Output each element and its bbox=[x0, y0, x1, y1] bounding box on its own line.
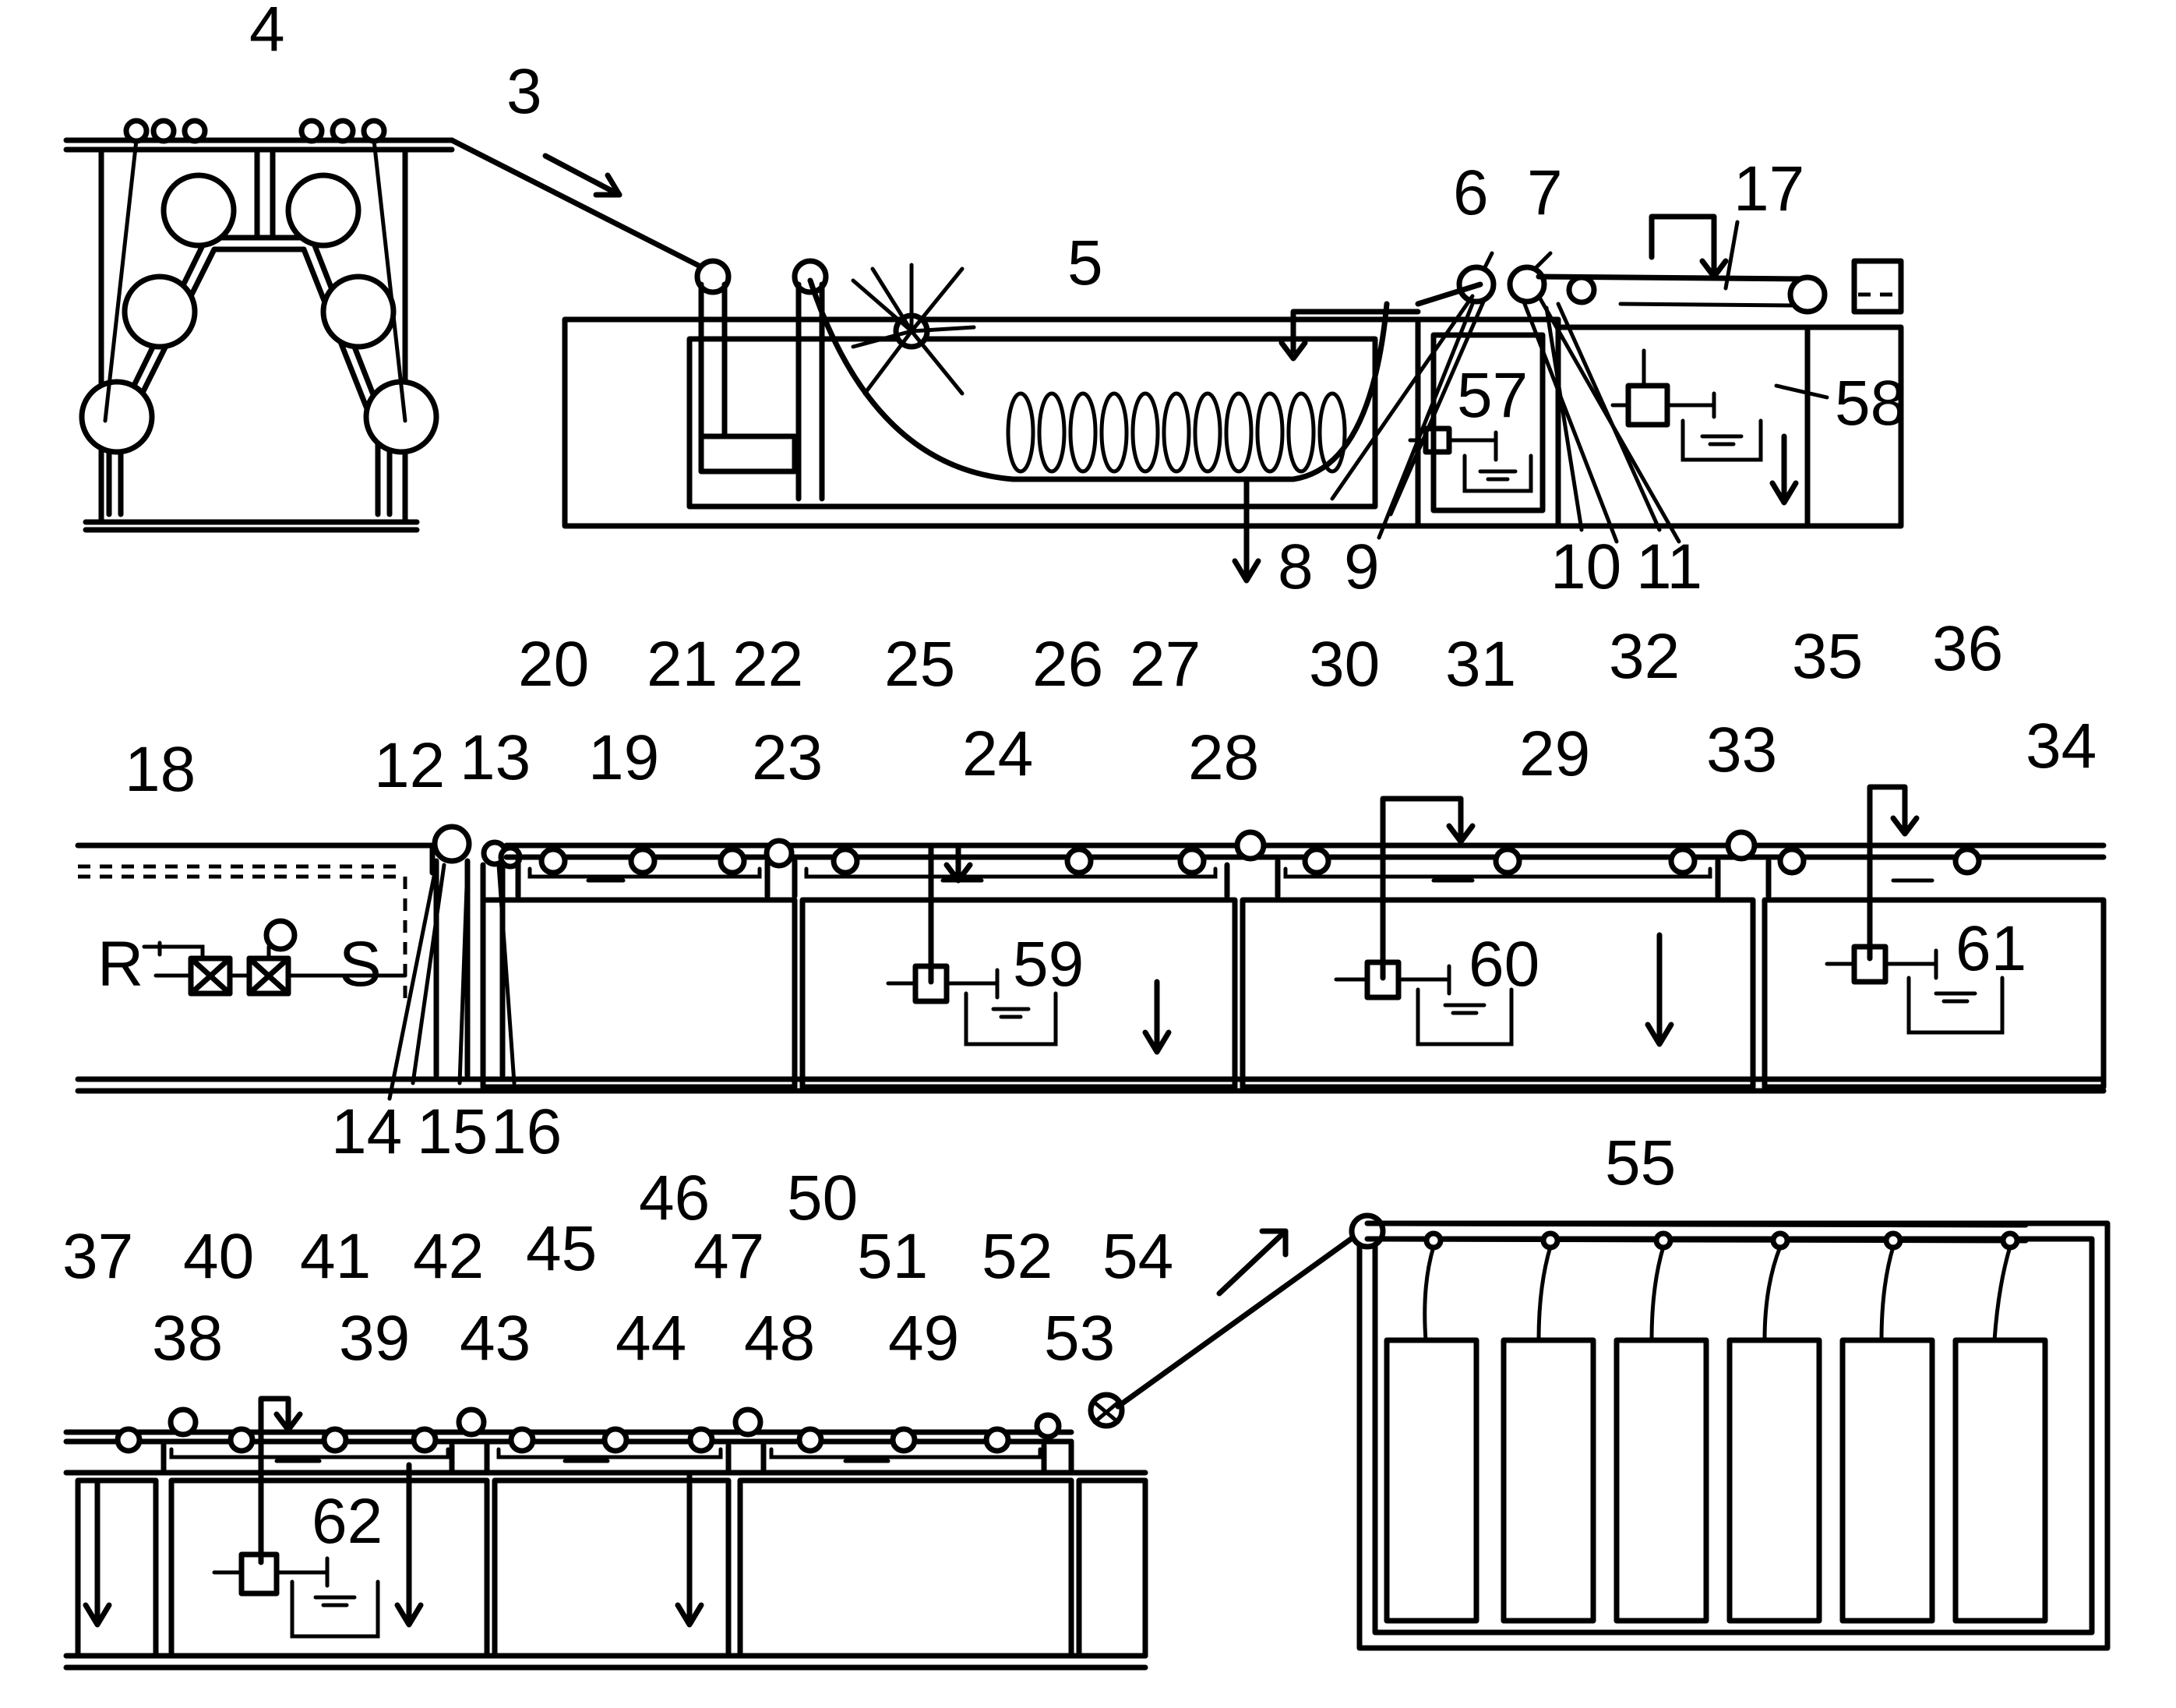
circulation-units-row2 bbox=[888, 787, 2002, 1052]
label-40: 40 bbox=[183, 1221, 254, 1292]
label-50: 50 bbox=[787, 1163, 858, 1233]
label-47: 47 bbox=[693, 1221, 764, 1292]
label-52: 52 bbox=[982, 1221, 1053, 1292]
label-11: 11 bbox=[1636, 531, 1702, 602]
row3-line bbox=[66, 1395, 1145, 1667]
arrow-icon bbox=[545, 156, 619, 195]
label-33: 33 bbox=[1706, 715, 1777, 785]
reference-labels: 4 3 5 6 7 17 57 58 8 9 10 11 20 21 22 25… bbox=[62, 0, 2097, 1557]
label-28: 28 bbox=[1188, 722, 1259, 793]
label-9: 9 bbox=[1344, 531, 1380, 602]
label-S: S bbox=[339, 929, 382, 1000]
label-12: 12 bbox=[374, 730, 445, 801]
label-44: 44 bbox=[615, 1303, 686, 1374]
label-26: 26 bbox=[1032, 629, 1103, 700]
label-5: 5 bbox=[1067, 228, 1103, 298]
label-43: 43 bbox=[460, 1303, 531, 1374]
label-27: 27 bbox=[1130, 629, 1201, 700]
label-8: 8 bbox=[1278, 531, 1314, 602]
label-49: 49 bbox=[888, 1303, 959, 1374]
arrow-icon bbox=[1219, 1231, 1285, 1293]
spray-section-18 bbox=[78, 827, 520, 1083]
label-48: 48 bbox=[744, 1303, 815, 1374]
label-61: 61 bbox=[1956, 913, 2026, 984]
label-16: 16 bbox=[491, 1096, 562, 1167]
label-42: 42 bbox=[413, 1221, 484, 1292]
stage-6-7 bbox=[1332, 267, 1807, 542]
label-6: 6 bbox=[1453, 157, 1489, 228]
label-21: 21 bbox=[647, 629, 718, 700]
label-10: 10 bbox=[1550, 531, 1621, 602]
label-37: 37 bbox=[62, 1221, 133, 1292]
label-3: 3 bbox=[506, 56, 542, 127]
label-45: 45 bbox=[526, 1213, 597, 1284]
label-23: 23 bbox=[752, 722, 823, 793]
label-32: 32 bbox=[1609, 621, 1680, 692]
rack-55 bbox=[1352, 1216, 2107, 1648]
label-34: 34 bbox=[2026, 711, 2097, 782]
label-13: 13 bbox=[460, 722, 531, 793]
label-24: 24 bbox=[962, 718, 1033, 789]
label-R: R bbox=[97, 929, 143, 1000]
label-60: 60 bbox=[1469, 929, 1539, 1000]
creel-stand-4 bbox=[66, 121, 452, 530]
label-29: 29 bbox=[1519, 718, 1590, 789]
label-38: 38 bbox=[152, 1303, 223, 1374]
label-54: 54 bbox=[1102, 1221, 1173, 1292]
label-22: 22 bbox=[732, 629, 803, 700]
label-17: 17 bbox=[1733, 154, 1804, 224]
label-20: 20 bbox=[518, 629, 589, 700]
label-41: 41 bbox=[300, 1221, 371, 1292]
label-35: 35 bbox=[1792, 621, 1863, 692]
label-57: 57 bbox=[1457, 360, 1528, 431]
label-59: 59 bbox=[1013, 929, 1084, 1000]
label-39: 39 bbox=[339, 1303, 410, 1374]
label-30: 30 bbox=[1309, 629, 1380, 700]
label-62: 62 bbox=[312, 1486, 383, 1557]
label-14: 14 bbox=[331, 1096, 402, 1167]
label-19: 19 bbox=[588, 722, 659, 793]
label-53: 53 bbox=[1044, 1303, 1115, 1374]
label-31: 31 bbox=[1445, 629, 1516, 700]
label-18: 18 bbox=[125, 734, 196, 805]
label-4: 4 bbox=[249, 0, 285, 65]
row2-line bbox=[78, 832, 2104, 1091]
label-58: 58 bbox=[1835, 368, 1906, 439]
label-25: 25 bbox=[884, 629, 955, 700]
sheet-path-3 bbox=[452, 140, 705, 269]
leader-lines bbox=[160, 222, 1827, 1099]
label-51: 51 bbox=[857, 1221, 928, 1292]
label-15: 15 bbox=[417, 1096, 488, 1167]
label-36: 36 bbox=[1932, 613, 2003, 684]
label-7: 7 bbox=[1527, 157, 1563, 228]
label-55: 55 bbox=[1605, 1127, 1676, 1198]
